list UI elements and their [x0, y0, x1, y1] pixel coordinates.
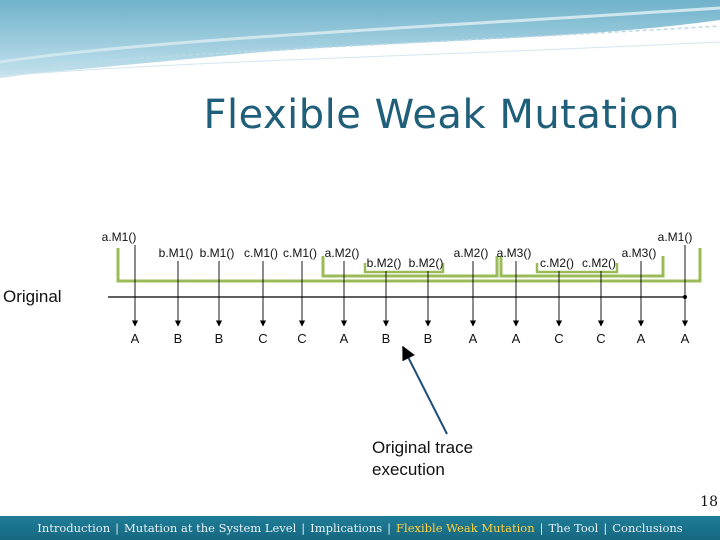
- trace-symbol: A: [469, 331, 478, 346]
- call-label: b.M2(): [409, 256, 444, 270]
- footer-separator: |: [540, 521, 544, 535]
- footer-nav-item[interactable]: Mutation at the System Level: [124, 521, 296, 535]
- footer-nav-item[interactable]: Conclusions: [612, 521, 682, 535]
- note-execution: execution: [372, 460, 445, 479]
- call-label: b.M1(): [200, 246, 235, 260]
- call-label: a.M2(): [454, 246, 489, 260]
- footer-nav-item[interactable]: Introduction: [37, 521, 110, 535]
- call-label: c.M2(): [540, 256, 574, 270]
- note-original-trace: Original trace: [372, 438, 473, 457]
- call-label: c.M1(): [244, 246, 278, 260]
- trace-symbol: C: [596, 331, 605, 346]
- row-label-original: Original: [3, 287, 62, 306]
- trace-symbol: C: [554, 331, 563, 346]
- trace-pointer-arrow: [403, 347, 447, 434]
- footer-nav-item[interactable]: Implications: [310, 521, 382, 535]
- trace-symbol: A: [681, 331, 690, 346]
- trace-symbol: B: [215, 331, 224, 346]
- footer-nav-item[interactable]: Flexible Weak Mutation: [396, 521, 535, 535]
- trace-symbol: A: [512, 331, 521, 346]
- footer-separator: |: [387, 521, 391, 535]
- call-label: a.M2(): [325, 246, 360, 260]
- trace-symbol: A: [340, 331, 349, 346]
- call-label: a.M1(): [102, 230, 137, 244]
- footer-separator: |: [301, 521, 305, 535]
- footer-separator: |: [115, 521, 119, 535]
- call-label: b.M2(): [367, 256, 402, 270]
- trace-symbol: A: [637, 331, 646, 346]
- call-label: c.M2(): [582, 256, 616, 270]
- call-label: a.M3(): [622, 246, 657, 260]
- footer-nav: Introduction | Mutation at the System Leve…: [0, 516, 720, 540]
- call-label: a.M3(): [497, 246, 532, 260]
- trace-symbol: C: [297, 331, 306, 346]
- trace-symbol: C: [258, 331, 267, 346]
- trace-symbol: B: [382, 331, 391, 346]
- page-number: 18: [700, 494, 718, 510]
- call-label: a.M1(): [658, 230, 693, 244]
- footer-separator: |: [603, 521, 607, 535]
- call-label: c.M1(): [283, 246, 317, 260]
- trace-symbol: B: [424, 331, 433, 346]
- footer-nav-item[interactable]: The Tool: [549, 521, 599, 535]
- trace-symbol: B: [174, 331, 183, 346]
- call-label: b.M1(): [159, 246, 194, 260]
- trace-symbol: A: [131, 331, 140, 346]
